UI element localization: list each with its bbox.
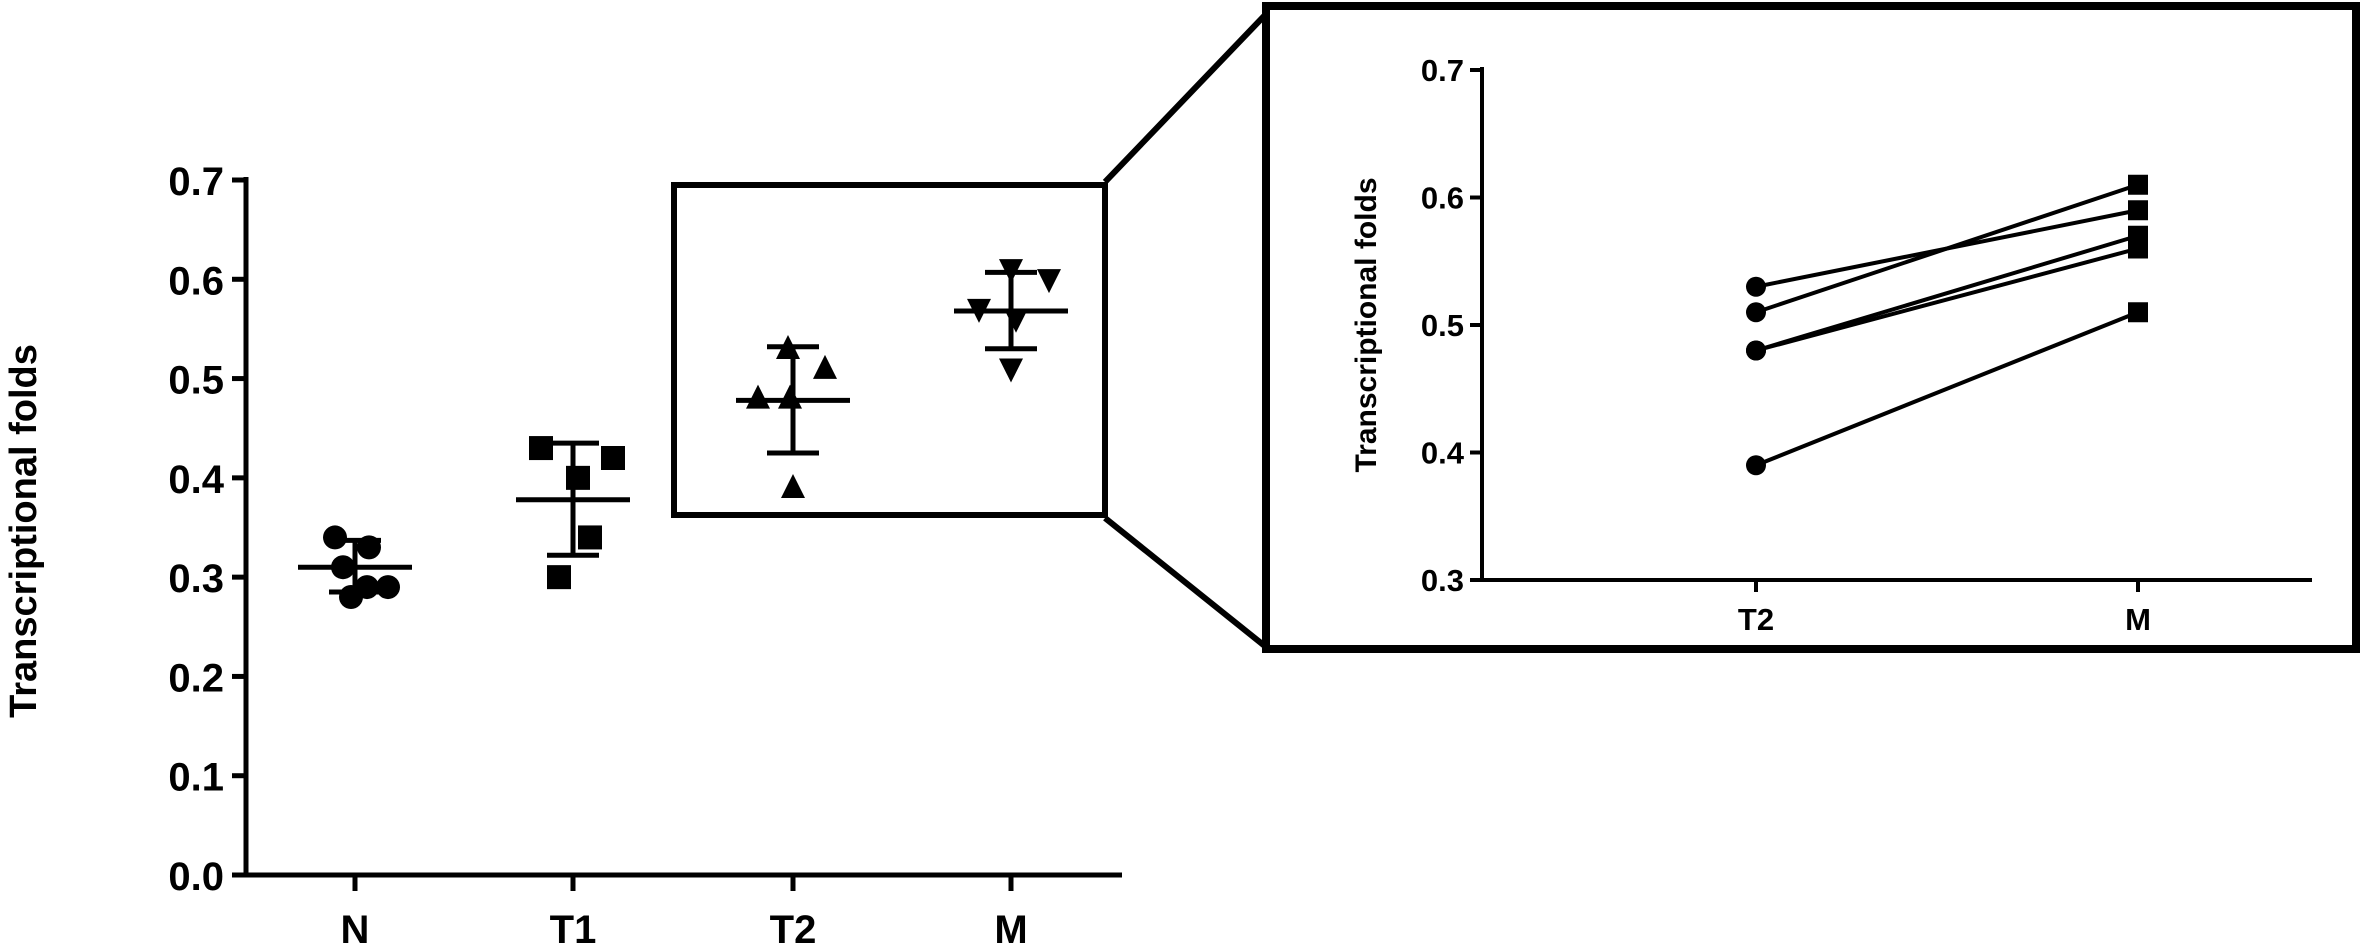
- data-point-T2: [776, 334, 800, 359]
- main-y-tick-label: 0.5: [168, 359, 224, 403]
- inset-paired-lines: [1755, 182, 2139, 468]
- main-y-tick-label: 0.2: [168, 656, 224, 700]
- connector-top: [1102, 11, 1269, 185]
- data-point-M: [1037, 269, 1061, 294]
- inset-y-axis-label: Transcriptional folds: [1350, 177, 1383, 472]
- data-point-T1: [547, 565, 571, 590]
- data-point-M: [1004, 308, 1028, 333]
- main-axes: [243, 177, 1122, 878]
- data-point-N: [357, 535, 381, 560]
- paired-line: [1755, 233, 2139, 353]
- data-point-T2: [781, 473, 805, 498]
- main-x-tick-label: N: [341, 908, 370, 952]
- data-point-M: [999, 259, 1023, 284]
- data-point-M: [999, 358, 1023, 383]
- inset-y-tick-label: 0.7: [1421, 53, 1464, 88]
- data-point-M: [967, 298, 991, 323]
- inset-point-T2: [1746, 455, 1766, 476]
- data-point-T1: [529, 436, 553, 461]
- inset-point-M: [2128, 302, 2148, 323]
- main-y-ticks: 0.0 0.1 0.2 0.3 0.4 0.5 0.6 0.7: [168, 160, 246, 899]
- main-x-tick-label: M: [994, 908, 1027, 952]
- main-x-ticks: N T1 T2 M: [341, 875, 1028, 952]
- inset-point-T2: [1746, 302, 1766, 323]
- main-data-points: [323, 259, 1061, 609]
- main-y-tick-label: 0.4: [168, 458, 224, 502]
- data-point-T1: [566, 465, 590, 490]
- paired-line: [1755, 182, 2139, 315]
- paired-line: [1755, 310, 2139, 468]
- main-x-tick-label: T2: [770, 908, 817, 952]
- main-error-bars: [298, 269, 1068, 595]
- inset-y-tick-label: 0.3: [1421, 563, 1464, 598]
- inset-point-M: [2128, 174, 2148, 195]
- data-point-N: [376, 575, 400, 600]
- inset-point-T2: [1746, 340, 1766, 361]
- zoom-connector-lines: [1102, 11, 1269, 650]
- main-y-axis-label: Transcriptional folds: [3, 344, 45, 718]
- main-x-tick-label: T1: [550, 908, 597, 952]
- highlight-box: [671, 182, 1108, 518]
- data-point-T1: [601, 446, 625, 470]
- inset-point-T2: [1746, 276, 1766, 297]
- inset-x-ticks: T2 M: [1738, 580, 2151, 637]
- data-point-T2: [778, 384, 802, 409]
- inset-y-tick-label: 0.5: [1421, 308, 1464, 343]
- inset-data-points: [1746, 174, 2148, 476]
- data-point-T2: [813, 354, 837, 379]
- data-point-N: [331, 555, 355, 580]
- inset-chart: Transcriptional folds 0.3 0.4 0.5 0.6 0.7 T2…: [1262, 2, 2360, 653]
- inset-frame: [1262, 2, 2360, 653]
- data-point-T2: [746, 384, 770, 409]
- inset-y-tick-label: 0.4: [1421, 436, 1465, 471]
- inset-x-tick-label: T2: [1738, 602, 1774, 637]
- inset-point-M: [2128, 200, 2148, 221]
- inset-y-tick-label: 0.6: [1421, 181, 1464, 216]
- main-y-tick-label: 0.7: [168, 160, 224, 204]
- main-y-tick-label: 0.3: [168, 557, 224, 601]
- data-point-N: [339, 585, 363, 609]
- paired-line: [1755, 246, 2139, 353]
- main-y-tick-label: 0.6: [168, 259, 224, 303]
- main-y-tick-label: 0.0: [168, 855, 224, 899]
- inset-x-tick-label: M: [2125, 602, 2151, 637]
- main-chart: Transcriptional folds 0.0 0.1 0.2 0.3 0.4 0.5…: [3, 160, 1122, 952]
- inset-y-ticks: 0.3 0.4 0.5 0.6 0.7: [1421, 53, 1482, 598]
- connector-bottom: [1103, 515, 1268, 650]
- data-point-N: [323, 525, 347, 550]
- data-point-T1: [578, 525, 602, 550]
- inset-point-M: [2128, 238, 2148, 259]
- main-y-tick-label: 0.1: [168, 756, 224, 800]
